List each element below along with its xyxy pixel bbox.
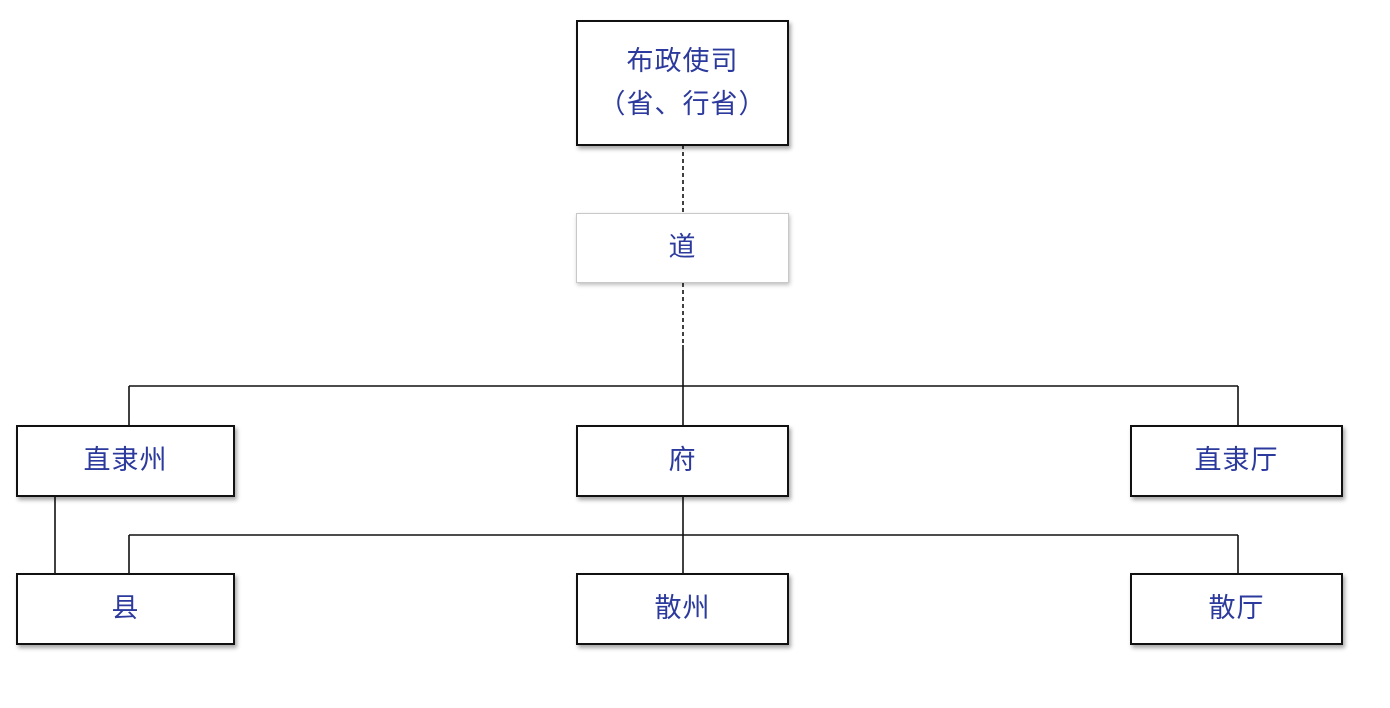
node-xian-label: 县 bbox=[111, 593, 140, 625]
node-sanzhou-label: 散州 bbox=[654, 593, 711, 625]
node-santing-label: 散厅 bbox=[1208, 593, 1265, 625]
node-zhiliting-label: 直隶厅 bbox=[1194, 445, 1279, 477]
node-sanzhou: 散州 bbox=[576, 573, 789, 645]
node-fu: 府 bbox=[576, 425, 789, 497]
node-buzhengshisi-label: 布政使司 bbox=[626, 45, 739, 77]
node-buzhengshisi-sublabel: （省、行省） bbox=[598, 89, 767, 120]
node-dao-label: 道 bbox=[668, 232, 697, 264]
node-buzhengshisi: 布政使司 （省、行省） bbox=[576, 20, 789, 146]
node-zhilizhou: 直隶州 bbox=[16, 425, 235, 497]
node-fu-label: 府 bbox=[668, 445, 697, 477]
node-santing: 散厅 bbox=[1130, 573, 1343, 645]
node-dao: 道 bbox=[576, 213, 789, 283]
node-xian: 县 bbox=[16, 573, 235, 645]
node-zhiliting: 直隶厅 bbox=[1130, 425, 1343, 497]
node-zhilizhou-label: 直隶州 bbox=[83, 445, 168, 477]
